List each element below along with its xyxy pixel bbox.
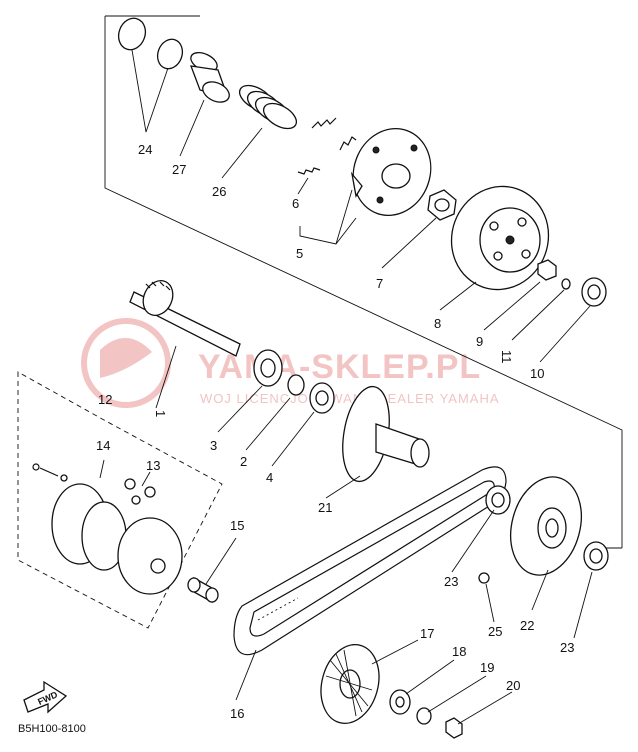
leader-lines [99,49,593,725]
bearing-4 [309,382,335,414]
callout-23-lower: 23 [560,640,574,655]
callout-17: 17 [420,626,434,641]
nut-20 [445,717,463,739]
callout-12: 12 [98,392,112,407]
spring-26 [238,84,298,130]
callout-13: 13 [146,458,160,473]
callout-19: 19 [480,660,494,675]
sliding-sheave-22 [510,476,582,576]
callout-25: 25 [488,624,502,639]
callout-21: 21 [318,500,332,515]
callout-26: 26 [212,184,226,199]
callout-24: 24 [138,142,152,157]
v-belt-16 [233,466,507,656]
o-rings-24 [117,17,184,70]
callout-2: 2 [240,454,247,469]
pin-25 [478,572,490,584]
circlip-11 [561,278,571,290]
callout-3: 3 [210,438,217,453]
callout-14: 14 [96,438,110,453]
bearing-23-upper [485,485,511,515]
callout-7: 7 [376,276,383,291]
forward-arrow-icon: FWD [23,680,68,714]
callout-23-upper: 23 [444,574,458,589]
callout-5: 5 [296,246,303,261]
watermark-logo-icon [81,318,171,408]
weights-13 [124,478,156,505]
callout-10: 10 [530,366,544,381]
callout-18: 18 [452,644,466,659]
primary-sheave-14 [32,463,183,595]
collar-27 [190,51,230,103]
clutch-housing-8 [450,185,550,291]
callout-8: 8 [434,316,441,331]
clutch-springs-6 [297,117,357,175]
callout-20: 20 [506,678,520,693]
fan-sheave-17 [320,644,380,724]
bearing-23-lower [583,541,609,571]
callout-4: 4 [266,470,273,485]
watermark-sub-text: WOJ LICENCJONOWANY DEALER YAMAHA [200,391,500,406]
callout-labels: 24 27 26 6 5 7 8 9 11 10 1 12 13 14 3 2 … [96,142,574,721]
drawing-code: B5H100-8100 [18,723,86,735]
collar-15 [187,576,219,604]
callout-15: 15 [230,518,244,533]
callout-6: 6 [292,196,299,211]
watermark-logo-mark [100,337,152,378]
callout-27: 27 [172,162,186,177]
watermark-main-text: YAMA-SKLEP.PL [198,348,481,386]
nut-7 [427,189,457,221]
callout-22: 22 [520,618,534,633]
secondary-fixed-sheave-21 [342,385,430,483]
callout-1: 1 [153,410,168,417]
callout-16: 16 [230,706,244,721]
nut-9 [537,259,557,281]
callout-9: 9 [476,334,483,349]
circlip-2 [287,374,305,396]
callout-11: 11 [499,350,514,364]
washer-19 [416,707,432,725]
primary-sheave-group-box [17,371,223,629]
washer-18 [389,689,411,715]
watermark: YAMA-SKLEP.PL WOJ LICENCJONOWANY DEALER … [81,318,500,408]
bearing-3 [253,349,283,387]
bearing-10 [581,277,607,307]
clutch-carrier-5 [350,128,432,216]
shaft-1 [129,279,241,357]
